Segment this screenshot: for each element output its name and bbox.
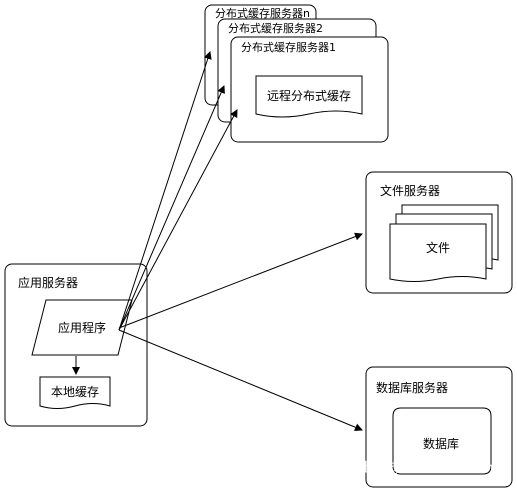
- cache-server-1: 分布式缓存服务器1 远程分布式缓存: [230, 36, 389, 143]
- remote-cache-label: 远程分布式缓存: [267, 88, 351, 103]
- file-document-shape: [389, 223, 487, 282]
- database-cylinder-shape: [392, 407, 492, 475]
- app-server: 应用服务器 应用程序 本地缓存: [4, 263, 148, 427]
- database-server: 数据库服务器 数据库: [365, 366, 513, 488]
- app-program-label: 应用程序: [58, 320, 106, 335]
- local-cache-label: 本地缓存: [51, 385, 99, 399]
- arrow-to-cache-server-1: [118, 109, 238, 331]
- cache-server-n-title: 分布式缓存服务器n: [215, 6, 310, 20]
- file-label: 文件: [426, 240, 450, 255]
- watermark-text: 掘金技术社区 @ 全干程序员demo: [305, 460, 506, 476]
- arrow-to-database-server: [118, 329, 363, 432]
- arrow-to-file-server: [118, 232, 363, 329]
- remote-cache-document-shape: [255, 75, 363, 118]
- database-server-title: 数据库服务器: [376, 380, 448, 395]
- database-label: 数据库: [423, 436, 459, 451]
- cache-server-1-title: 分布式缓存服务器1: [241, 40, 336, 54]
- cache-server-2-title: 分布式缓存服务器2: [228, 21, 323, 35]
- arrow-to-cache-server-n: [118, 51, 212, 331]
- file-server-title: 文件服务器: [380, 183, 440, 198]
- app-server-title: 应用服务器: [18, 275, 78, 290]
- local-cache-document-shape: [39, 376, 111, 409]
- arrow-to-cache-server-2: [118, 85, 225, 331]
- file-server: 文件服务器 文件: [365, 171, 513, 294]
- app-program-parallelogram: [31, 299, 133, 356]
